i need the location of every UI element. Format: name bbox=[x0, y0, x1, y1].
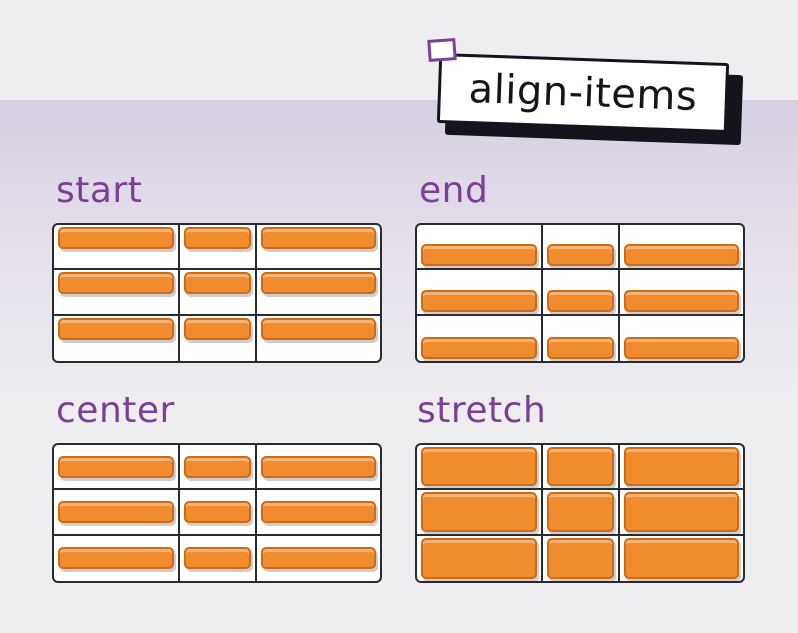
grid-cell bbox=[417, 225, 543, 271]
grid-cell bbox=[417, 490, 543, 536]
grid-cell bbox=[543, 445, 620, 491]
grid-item-end bbox=[547, 336, 614, 359]
grid-cell bbox=[54, 490, 180, 536]
grid-cell bbox=[543, 270, 620, 316]
grid-item-stretch bbox=[624, 492, 739, 532]
grid-stretch bbox=[415, 443, 745, 583]
grid-cell bbox=[54, 315, 180, 361]
panel-label-stretch: stretch bbox=[417, 390, 547, 431]
grid-cell bbox=[54, 225, 180, 271]
grid-item-start bbox=[58, 272, 174, 295]
title-tag: align-items bbox=[436, 52, 730, 134]
grid-cell bbox=[620, 270, 743, 316]
grid-cell bbox=[54, 535, 180, 581]
panel-label-center: center bbox=[56, 390, 175, 431]
grid-cell bbox=[180, 225, 257, 271]
grid-cell bbox=[620, 225, 743, 271]
grid-item-center bbox=[261, 547, 376, 570]
grid-item-center bbox=[184, 500, 251, 523]
square-icon bbox=[427, 38, 457, 62]
grid-item-stretch bbox=[624, 537, 739, 579]
grid-cell bbox=[54, 270, 180, 316]
grid-item-start bbox=[184, 227, 251, 249]
grid-cell bbox=[257, 445, 380, 491]
grid-item-end bbox=[421, 336, 537, 359]
grid-item-center bbox=[184, 547, 251, 570]
grid-item-center bbox=[58, 547, 174, 570]
grid-item-center bbox=[58, 500, 174, 523]
grid-cell bbox=[257, 490, 380, 536]
grid-cell bbox=[180, 535, 257, 581]
grid-item-stretch bbox=[624, 447, 739, 487]
grid-cell bbox=[257, 316, 380, 361]
grid-item-end bbox=[624, 244, 739, 267]
grid-item-start bbox=[184, 272, 251, 295]
grid-center bbox=[52, 443, 382, 583]
grid-item-end bbox=[547, 244, 614, 267]
grid-cell bbox=[620, 536, 743, 581]
grid-item-start bbox=[58, 227, 174, 249]
grid-item-end bbox=[624, 289, 739, 312]
grid-item-start bbox=[58, 317, 174, 340]
grid-item-center bbox=[58, 455, 174, 478]
grid-item-start bbox=[184, 317, 251, 340]
grid-item-start bbox=[261, 317, 376, 340]
grid-cell bbox=[257, 536, 380, 581]
grid-cell bbox=[543, 535, 620, 581]
grid-cell bbox=[417, 445, 543, 491]
grid-item-stretch bbox=[547, 447, 614, 487]
grid-cell bbox=[417, 270, 543, 316]
grid-item-end bbox=[624, 336, 739, 359]
grid-cell bbox=[180, 490, 257, 536]
grid-cell bbox=[543, 225, 620, 271]
grid-item-stretch bbox=[547, 537, 614, 579]
grid-item-stretch bbox=[421, 537, 537, 579]
grid-item-stretch bbox=[421, 447, 537, 487]
grid-cell bbox=[620, 316, 743, 361]
grid-item-stretch bbox=[547, 492, 614, 532]
grid-cell bbox=[543, 315, 620, 361]
grid-item-start bbox=[261, 227, 376, 249]
grid-item-end bbox=[547, 289, 614, 312]
diagram-title: align-items bbox=[467, 66, 699, 120]
grid-cell bbox=[620, 445, 743, 491]
grid-cell bbox=[620, 490, 743, 536]
grid-cell bbox=[543, 490, 620, 536]
grid-cell bbox=[180, 270, 257, 316]
grid-cell bbox=[180, 445, 257, 491]
grid-item-end bbox=[421, 289, 537, 312]
grid-item-center bbox=[261, 455, 376, 478]
grid-item-start bbox=[261, 272, 376, 295]
grid-cell bbox=[417, 315, 543, 361]
grid-item-end bbox=[421, 244, 537, 267]
grid-cell bbox=[417, 535, 543, 581]
grid-end bbox=[415, 223, 745, 363]
grid-cell bbox=[54, 445, 180, 491]
grid-item-center bbox=[261, 500, 376, 523]
grid-item-stretch bbox=[421, 492, 537, 532]
grid-cell bbox=[257, 225, 380, 271]
panel-label-start: start bbox=[56, 170, 143, 211]
grid-start bbox=[52, 223, 382, 363]
grid-cell bbox=[257, 270, 380, 316]
grid-item-center bbox=[184, 455, 251, 478]
panel-label-end: end bbox=[419, 170, 489, 211]
grid-cell bbox=[180, 315, 257, 361]
